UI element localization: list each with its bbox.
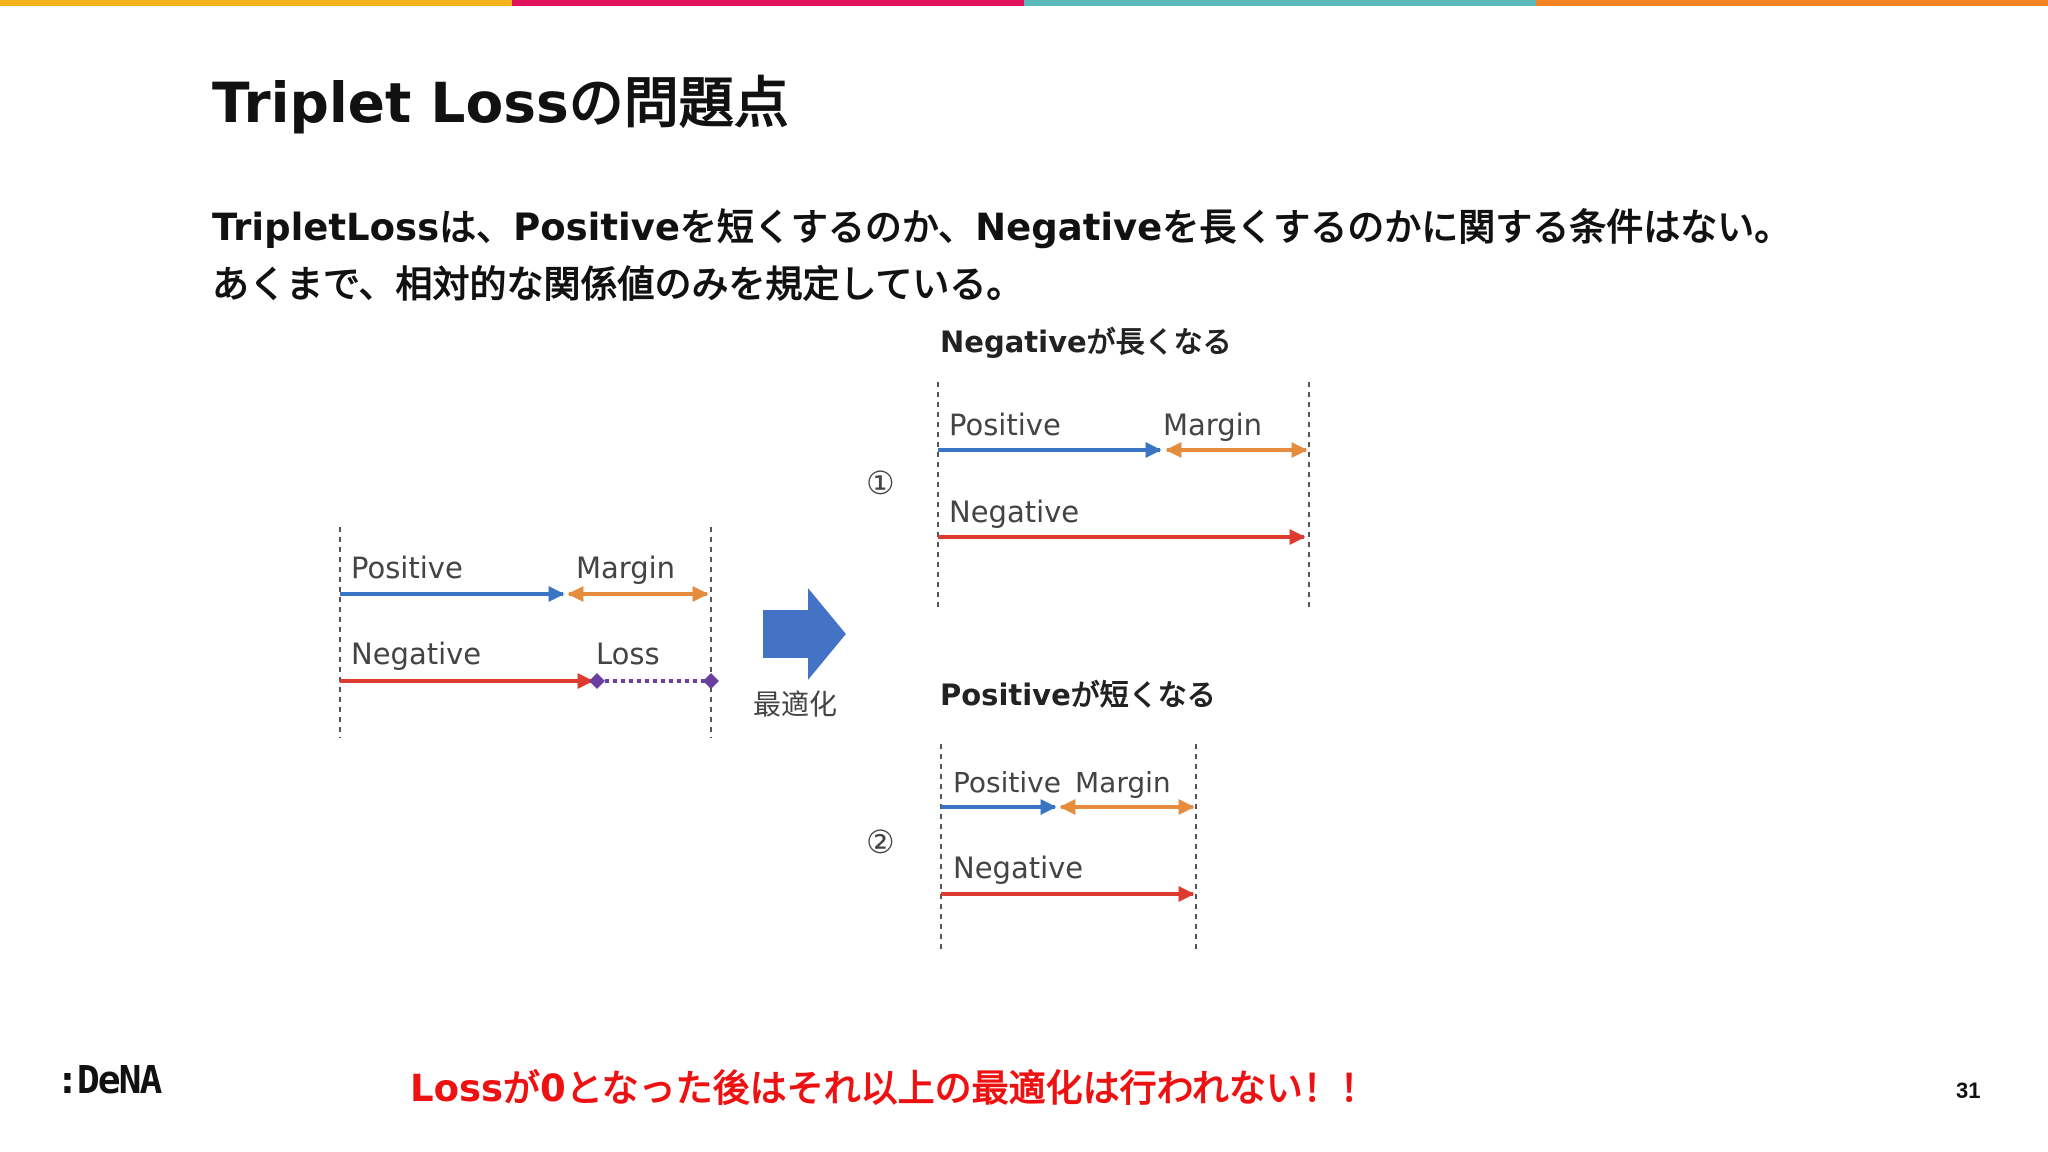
case1-group: Negativeが長くなる ① Positive Margin Negative (866, 325, 1310, 610)
right-arrow-icon (763, 588, 846, 680)
top-bar-teal (1024, 0, 1536, 6)
top-bar-yellow (0, 0, 512, 6)
top-color-bar (0, 0, 2048, 6)
case2-number: ② (866, 823, 895, 861)
left-loss-label: Loss (596, 637, 660, 671)
top-bar-magenta (512, 0, 1024, 6)
left-margin-label: Margin (576, 551, 675, 585)
case1-heading: Negativeが長くなる (940, 325, 1232, 359)
before-optimization-group: Positive Margin Negative Loss (339, 527, 719, 738)
case2-margin-label: Margin (1075, 766, 1171, 799)
case2-positive-label: Positive (953, 766, 1061, 799)
case2-heading: Positiveが短くなる (940, 678, 1216, 712)
case1-margin-label: Margin (1163, 408, 1262, 442)
case1-negative-label: Negative (949, 495, 1079, 529)
body-text-line-2: あくまで、相対的な関係値のみを規定している。 (212, 263, 1024, 306)
footer-note: Lossが0となった後はそれ以上の最適化は行われない！！ (410, 1067, 1377, 1110)
left-positive-label: Positive (351, 551, 463, 585)
left-negative-label: Negative (351, 637, 481, 671)
case2-negative-label: Negative (953, 851, 1083, 885)
case1-number: ① (866, 464, 895, 502)
body-text-line-1: TripletLossは、Positiveを短くするのか、Negativeを長く… (212, 206, 1792, 249)
dena-logo: :DeNA (56, 1058, 162, 1102)
optimize-arrow-group: 最適化 (753, 588, 846, 721)
case1-positive-label: Positive (949, 408, 1061, 442)
top-bar-orange (1536, 0, 2048, 6)
page-number: 31 (1956, 1078, 1981, 1103)
case2-group: Positiveが短くなる ② Positive Margin Negative (866, 678, 1216, 950)
optimize-label: 最適化 (753, 688, 837, 721)
slide-title: Triplet Lossの問題点 (212, 71, 789, 135)
